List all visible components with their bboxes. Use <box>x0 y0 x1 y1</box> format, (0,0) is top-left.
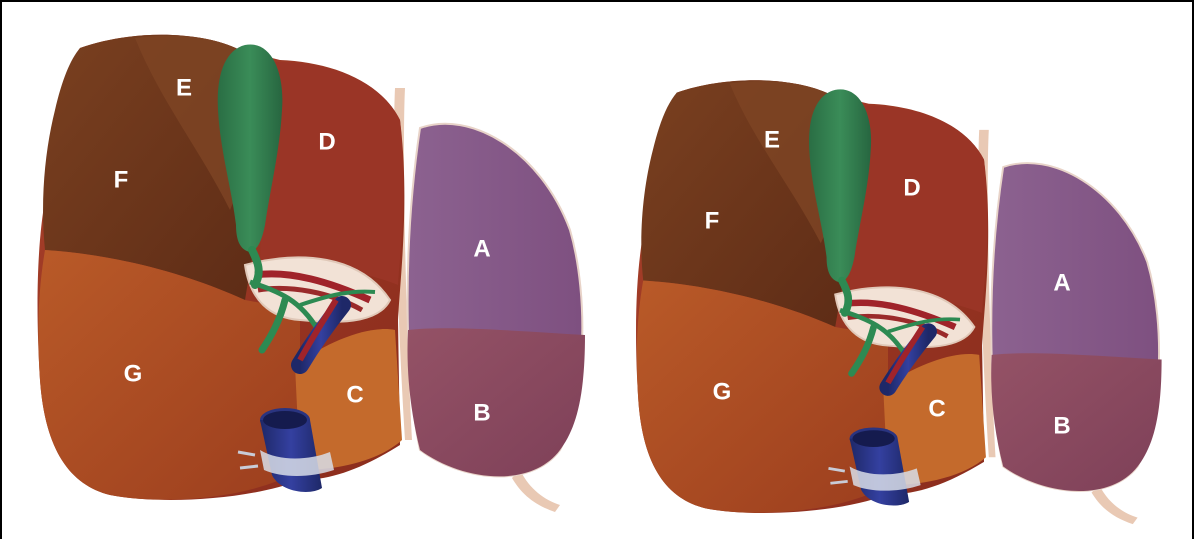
panel-right <box>636 80 1162 524</box>
panel-left: A B C D E F G <box>38 35 585 512</box>
label-b: B <box>473 399 490 426</box>
label-e: E <box>764 126 780 153</box>
label-g: G <box>713 378 732 405</box>
liver-illustration-right <box>636 80 1162 524</box>
label-a: A <box>473 235 490 262</box>
label-e: E <box>176 74 192 101</box>
label-c: C <box>346 381 363 408</box>
label-f: F <box>705 207 720 234</box>
liver-illustration-left <box>38 35 585 512</box>
label-d: D <box>903 174 920 201</box>
label-g: G <box>124 360 143 387</box>
label-a: A <box>1053 269 1070 296</box>
label-c: C <box>928 395 945 422</box>
label-f: F <box>114 166 129 193</box>
label-b: B <box>1053 412 1070 439</box>
label-d: D <box>318 128 335 155</box>
